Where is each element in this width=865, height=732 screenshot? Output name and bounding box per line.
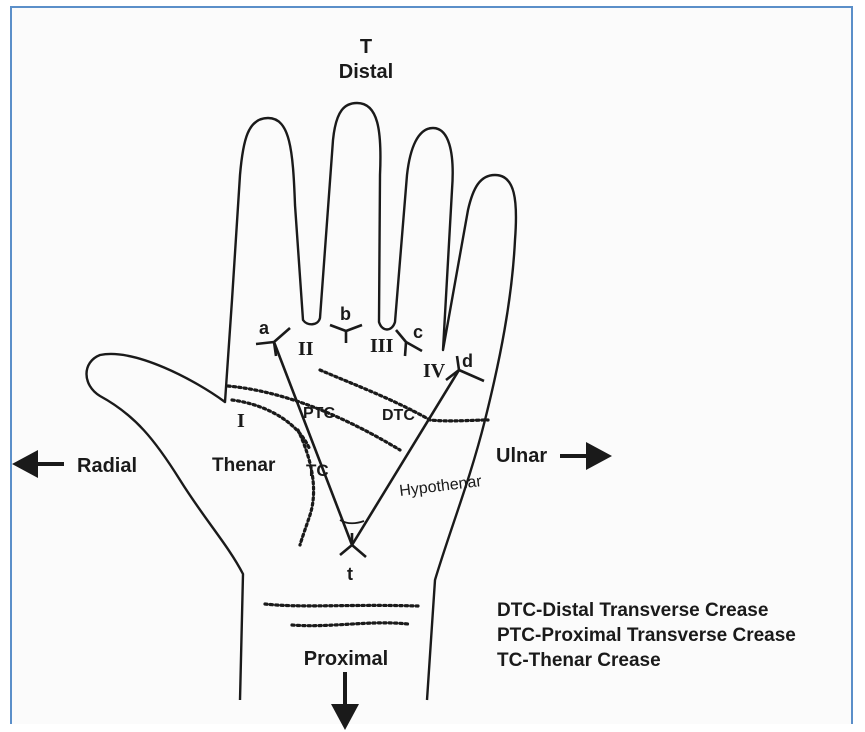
distal-label: Distal xyxy=(339,61,393,83)
triradius-c-label: c xyxy=(413,322,423,342)
triradius-t xyxy=(340,533,366,557)
proximal-label: Proximal xyxy=(304,648,388,670)
interdigital-III-label: III xyxy=(370,335,394,357)
triradius-b xyxy=(330,325,362,343)
legend: DTC-Distal Transverse Crease PTC-Proxima… xyxy=(497,600,796,671)
triradius-a-label: a xyxy=(259,318,270,338)
legend-item-ptc: PTC-Proximal Transverse Crease xyxy=(497,625,796,646)
interdigital-I-label: I xyxy=(237,410,245,432)
interdigital-IV-label: IV xyxy=(423,360,446,382)
triradius-d-label: d xyxy=(462,351,473,371)
arrow-left-head xyxy=(12,450,38,478)
ptc-label: PTC xyxy=(303,405,335,422)
dtc-label: DTC xyxy=(382,407,415,424)
interdigital-II-label: II xyxy=(298,338,314,360)
at-line xyxy=(274,342,352,545)
wrist-crease-1 xyxy=(265,604,418,606)
legend-item-dtc: DTC-Distal Transverse Crease xyxy=(497,600,768,621)
hypothenar-label: Hypothenar xyxy=(398,473,483,500)
thenar-crease xyxy=(298,430,314,545)
wrist-crease-2 xyxy=(292,623,408,626)
top-letter-label: T xyxy=(360,36,372,58)
arrow-right-head xyxy=(586,442,612,470)
tc-label: TC xyxy=(306,461,329,480)
ulnar-label: Ulnar xyxy=(496,445,547,467)
thenar-label: Thenar xyxy=(212,455,276,476)
triradius-t-label: t xyxy=(347,564,353,584)
triradius-b-label: b xyxy=(340,304,351,324)
radial-label: Radial xyxy=(77,455,137,477)
td-line xyxy=(352,370,459,545)
arrow-down-head xyxy=(331,704,359,730)
legend-item-tc: TC-Thenar Crease xyxy=(497,650,661,671)
